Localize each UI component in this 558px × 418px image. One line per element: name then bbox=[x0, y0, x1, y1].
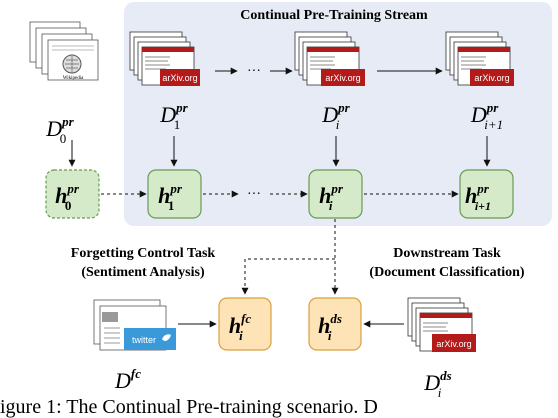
arxiv-logo-text: arXiv.org bbox=[436, 339, 471, 349]
doc-stack-dds: arXiv.org bbox=[408, 298, 476, 352]
stream-title: Continual Pre-Training Stream bbox=[240, 8, 428, 23]
dataset-label-dfc: Dfc bbox=[114, 366, 141, 393]
twitter-stack: twitter bbox=[94, 300, 176, 350]
wikipedia-stack: Wikipedia bbox=[30, 22, 98, 81]
left-task-line1: Forgetting Control Task bbox=[71, 246, 216, 261]
right-task-line1: Downstream Task bbox=[393, 246, 501, 261]
arxiv-logo-text: arXiv.org bbox=[162, 73, 197, 83]
arxiv-logo-text: arXiv.org bbox=[474, 73, 509, 83]
left-task-line2: (Sentiment Analysis) bbox=[81, 265, 205, 280]
wikipedia-logo-text: Wikipedia bbox=[63, 76, 84, 81]
svg-text:Dfc: Dfc bbox=[114, 366, 141, 393]
arxiv-logo-text: arXiv.org bbox=[325, 73, 360, 83]
ellipsis-top: ··· bbox=[247, 64, 261, 79]
twitter-logo-text: twitter bbox=[132, 335, 156, 345]
ellipsis-middle: ··· bbox=[247, 187, 261, 202]
right-task-line2: (Document Classification) bbox=[369, 265, 524, 280]
caption-fragment: igure 1: The Continual Pre-training scen… bbox=[0, 396, 378, 418]
connector-hi-hfc bbox=[245, 259, 335, 294]
